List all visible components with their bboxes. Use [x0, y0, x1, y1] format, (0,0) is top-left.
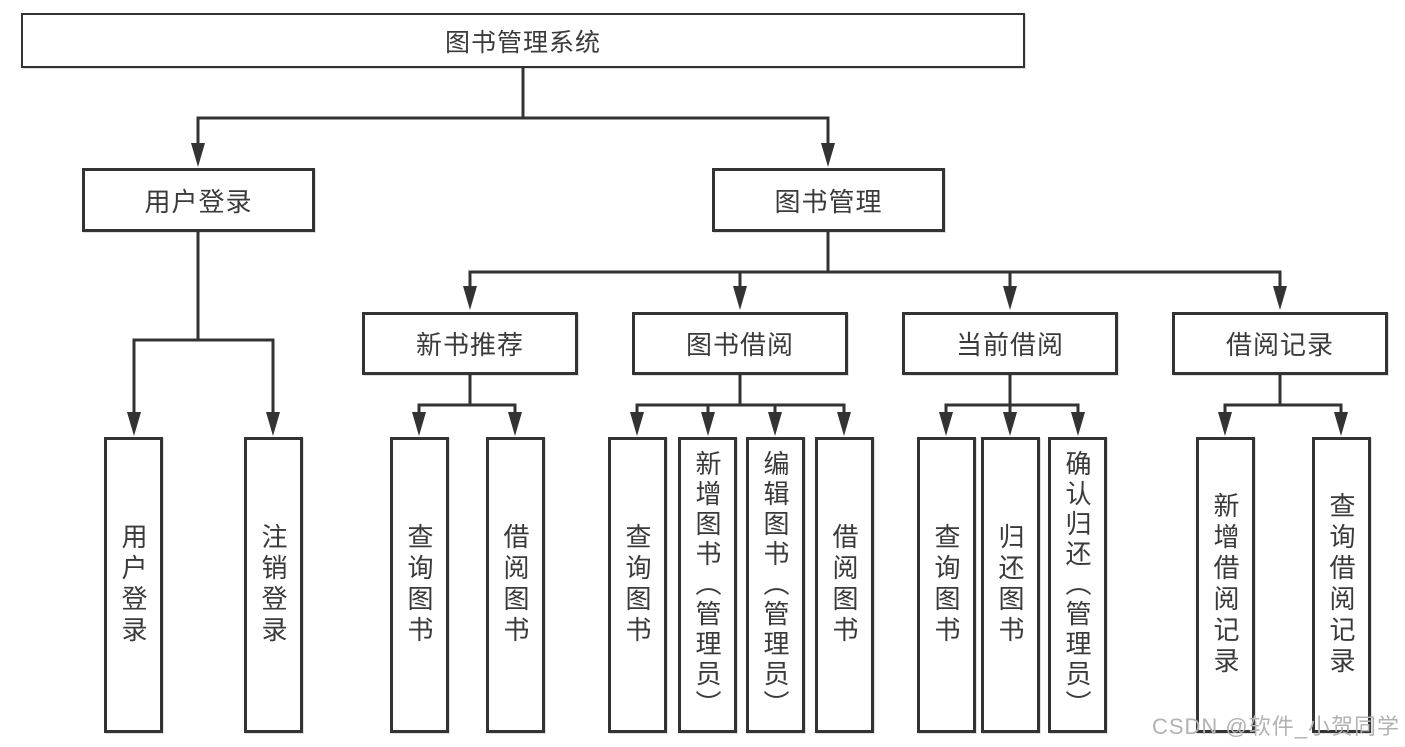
- leaf-query-books-2: 查询图书: [608, 437, 667, 733]
- leaf-user-login: 用户登录: [104, 437, 163, 733]
- node-user-login: 用户登录: [82, 168, 315, 232]
- node-borrow-records: 借阅记录: [1172, 312, 1388, 375]
- node-book-management: 图书管理: [712, 168, 945, 232]
- leaf-add-books-admin: 新增图书（管理员）: [678, 437, 737, 733]
- leaf-logout: 注销登录: [244, 437, 303, 733]
- csdn-watermark: CSDN @软件_小贺同学: [1151, 714, 1400, 739]
- leaf-query-borrow-record: 查询借阅记录: [1312, 437, 1371, 733]
- leaf-return-books: 归还图书: [981, 437, 1040, 733]
- leaf-query-books-1: 查询图书: [390, 437, 449, 733]
- arrowheads: [127, 143, 1348, 436]
- node-book-borrow: 图书借阅: [632, 312, 848, 375]
- leaf-add-borrow-record: 新增借阅记录: [1196, 437, 1255, 733]
- node-library-system: 图书管理系统: [21, 13, 1025, 68]
- leaf-query-books-3: 查询图书: [917, 437, 976, 733]
- leaf-edit-books-admin: 编辑图书（管理员）: [746, 437, 805, 733]
- node-new-book-recommend: 新书推荐: [362, 312, 578, 375]
- leaf-borrow-books-1: 借阅图书: [486, 437, 545, 733]
- node-current-borrow: 当前借阅: [902, 312, 1118, 375]
- leaf-confirm-return-admin: 确认归还（管理员）: [1048, 437, 1107, 733]
- leaf-borrow-books-2: 借阅图书: [815, 437, 874, 733]
